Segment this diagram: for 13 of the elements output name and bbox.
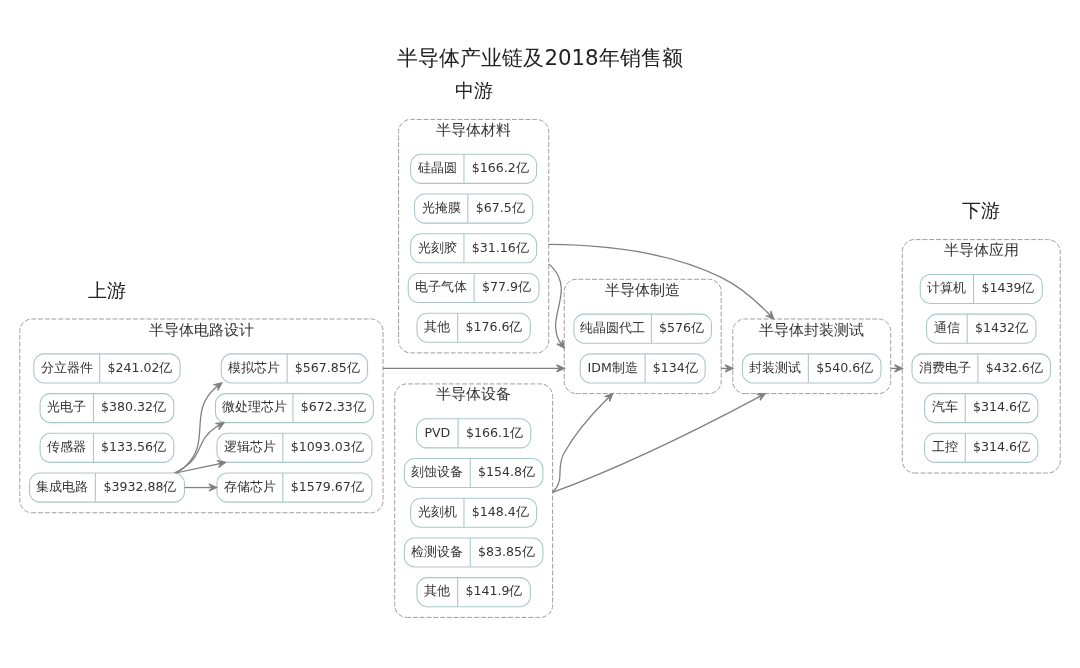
arrow [551, 392, 614, 493]
arrow [175, 459, 227, 474]
label: 中游 [454, 78, 493, 102]
label: 下游 [962, 198, 1001, 222]
arrow [548, 262, 565, 349]
arrow [548, 243, 775, 320]
arrow [176, 381, 223, 474]
arrow [382, 363, 565, 372]
label: 上游 [87, 278, 126, 302]
arrow [551, 392, 766, 493]
arrow [184, 482, 218, 492]
diagram-title: 半导体产业链及2018年销售额 [397, 44, 683, 70]
arrow [173, 421, 225, 474]
